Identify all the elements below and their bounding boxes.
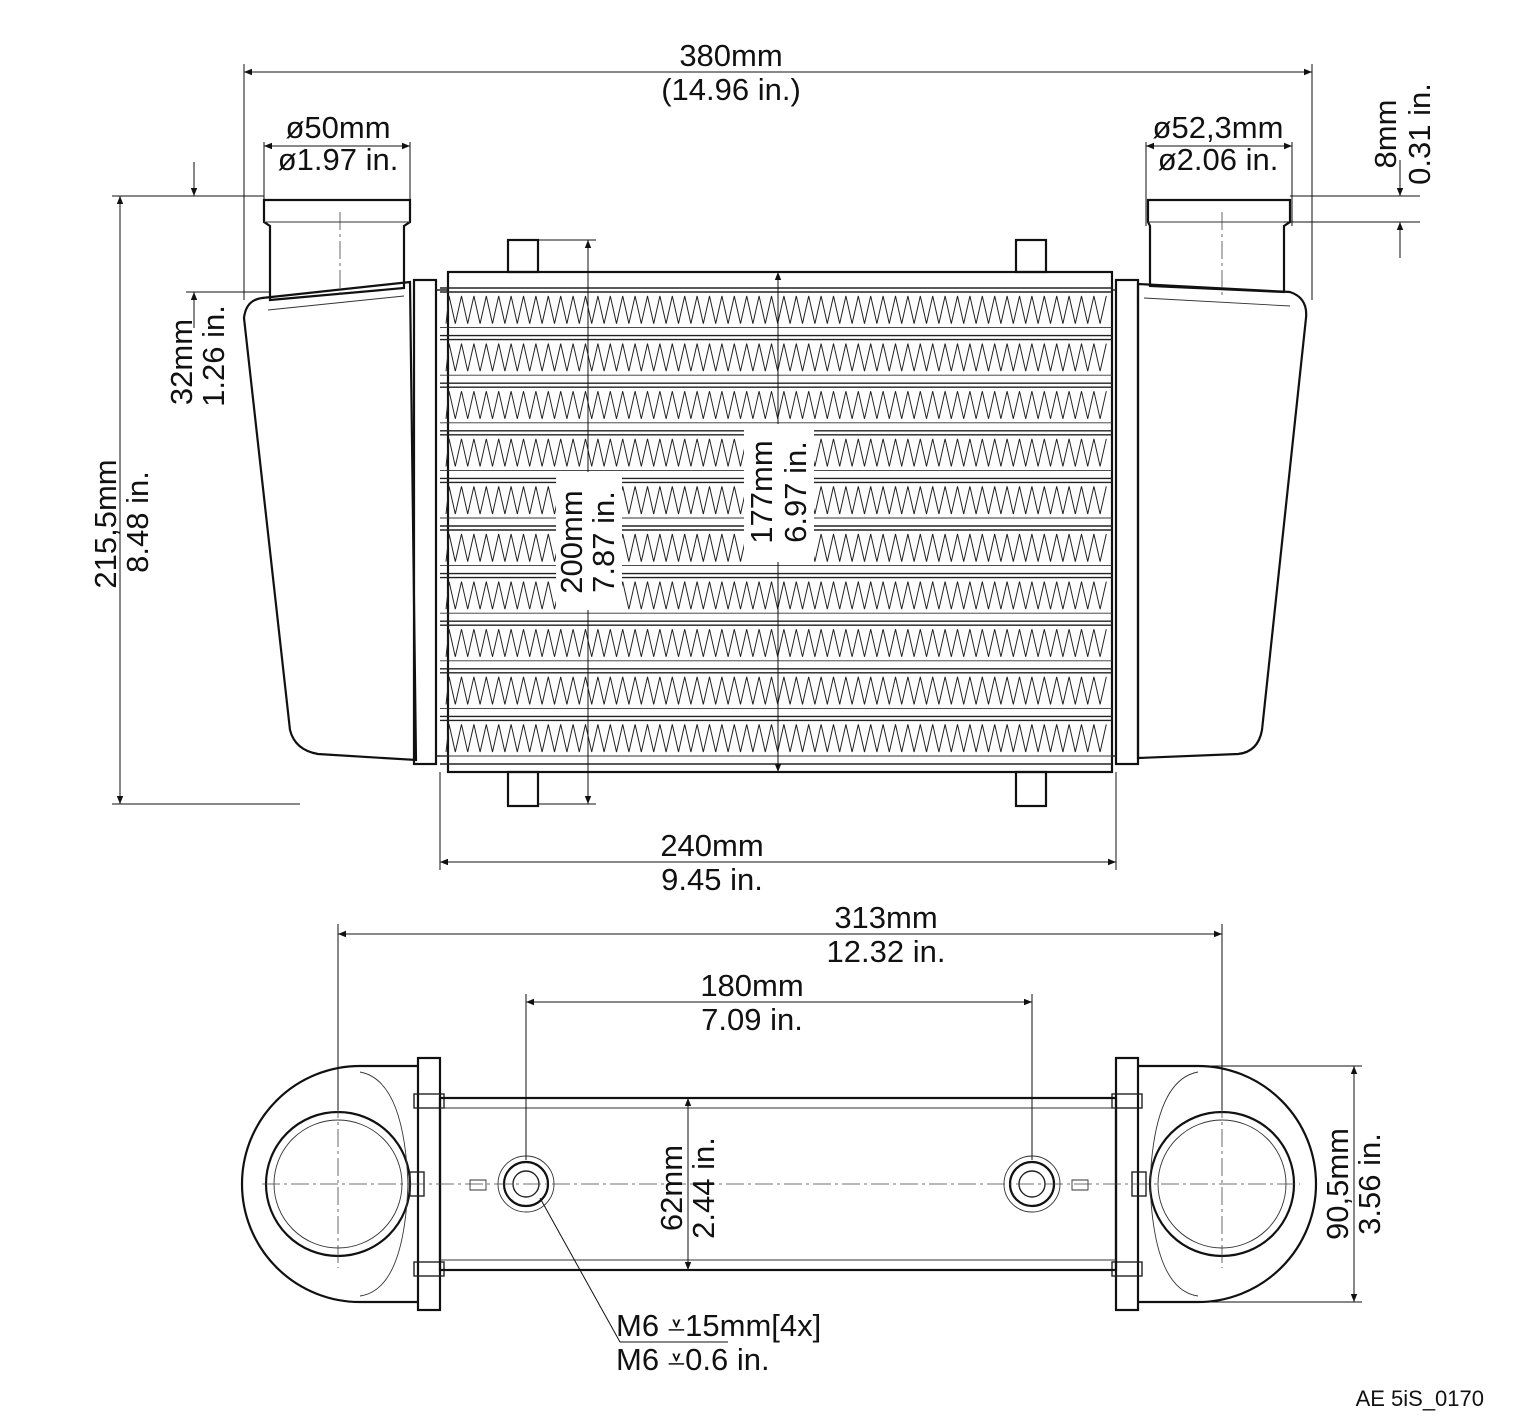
mount-stud — [1014, 770, 1048, 808]
dimension-lines — [112, 64, 1420, 1343]
core-width-mm: 240mm — [660, 828, 763, 863]
inlet-pipe — [262, 198, 412, 302]
mount-spacing-in: 7.09 in. — [701, 1002, 803, 1037]
overall-width-mm: 380mm — [679, 38, 782, 73]
right-end-tank — [1138, 1064, 1318, 1304]
overall-height-mm: 215,5mm — [88, 459, 123, 588]
port-spacing-mm: 313mm — [834, 900, 937, 935]
left-side-plate — [412, 278, 438, 766]
core-depth-in: 2.44 in. — [686, 1137, 721, 1239]
left-tank — [242, 280, 418, 762]
mount-stud — [506, 238, 540, 274]
front-view — [242, 198, 1308, 808]
tank-depth-in: 3.56 in. — [1352, 1133, 1387, 1235]
dimension-labels: 380mm (14.96 in.) ø50mm ø1.97 in. ø52,3m… — [88, 38, 1484, 1411]
left-end-tank — [240, 1064, 418, 1304]
outlet-pipe — [1146, 198, 1292, 294]
overall-width-in: (14.96 in.) — [661, 72, 801, 107]
mount-height-mm: 200mm — [554, 490, 589, 593]
thread-spec-in: M6 ⩡0.6 in. — [616, 1342, 770, 1377]
outlet-diameter-in: ø2.06 in. — [1158, 142, 1279, 177]
right-side-plate — [1114, 278, 1140, 766]
port-spacing-in: 12.32 in. — [827, 934, 946, 969]
core-width-in: 9.45 in. — [661, 862, 763, 897]
drawing-code: AE 5iS_0170 — [1356, 1386, 1484, 1411]
outlet-diameter-mm: ø52,3mm — [1153, 110, 1284, 145]
thread-spec-mm: M6 ⩡15mm[4x] — [616, 1308, 821, 1343]
tank-depth-mm: 90,5mm — [1320, 1128, 1355, 1240]
mount-height-in: 7.87 in. — [586, 491, 621, 593]
mount-spacing-mm: 180mm — [700, 968, 803, 1003]
overall-height-in: 8.48 in. — [120, 471, 155, 573]
inlet-offset-in: 1.26 in. — [196, 305, 231, 407]
right-tank — [1136, 282, 1308, 760]
inlet-diameter-mm: ø50mm — [285, 110, 390, 145]
outlet-offset-mm: 8mm — [1368, 100, 1403, 169]
outlet-offset-in: 0.31 in. — [1402, 83, 1437, 185]
inlet-offset-mm: 32mm — [164, 319, 199, 405]
core-depth-mm: 62mm — [654, 1145, 689, 1231]
core-height-mm: 177mm — [744, 440, 779, 543]
mount-stud — [506, 770, 540, 808]
inlet-diameter-in: ø1.97 in. — [278, 142, 399, 177]
top-view — [240, 1056, 1318, 1312]
core-height-in: 6.97 in. — [778, 441, 813, 543]
core-fins — [440, 287, 1112, 765]
mount-stud — [1014, 238, 1048, 274]
